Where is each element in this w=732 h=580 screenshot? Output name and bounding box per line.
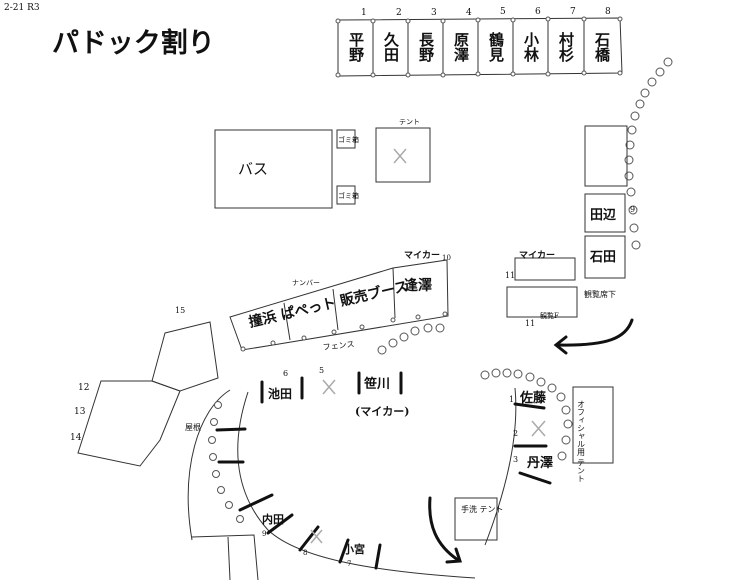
bay-name-6: 小林	[522, 32, 540, 63]
right-boxes	[584, 125, 628, 279]
bay-sakazawa: 逢澤	[404, 277, 432, 294]
mycar-10-label: マイカー	[404, 250, 440, 261]
corner-note: 2-21 R3	[4, 3, 40, 13]
booth-row	[229, 259, 449, 352]
num-3: 3	[513, 455, 518, 464]
bay-number-1: 1	[361, 8, 367, 18]
num-8b: 8	[303, 549, 307, 557]
bay-name-4: 原澤	[452, 32, 470, 63]
right-mycar-block	[506, 257, 578, 318]
bay-number-6: 6	[535, 7, 541, 17]
bay-sato: 佐藤	[519, 390, 547, 406]
bay-name-5: 鶴見	[487, 31, 505, 63]
num-9b: 9	[262, 530, 266, 538]
flow-arrow-right-head	[553, 335, 568, 355]
wash-tent-label: 手洗 テント	[461, 504, 504, 514]
flow-arrow-right	[556, 318, 634, 347]
bay-uchida: 内田	[262, 512, 284, 526]
fence-shrubs	[377, 323, 445, 355]
bus-label: バス	[238, 160, 268, 178]
bay-sasagawa-note: (マイカー)	[355, 405, 409, 418]
trash-box-label-2: ゴミ箱	[338, 191, 359, 200]
mycar-right-label: マイカー	[519, 250, 555, 261]
flow-arrow-bottom-head	[445, 547, 463, 564]
bus-area	[214, 129, 356, 209]
bay-name-3: 長野	[417, 32, 435, 63]
bay-sasagawa: 笹川	[364, 376, 390, 392]
right-arc-shrubs	[480, 368, 573, 461]
bay-ishida: 石田	[589, 250, 616, 265]
num-15: 15	[175, 306, 185, 315]
wash-tent	[454, 497, 498, 541]
paddock-arc	[237, 391, 476, 579]
paddock-bays-lower	[238, 493, 382, 570]
bay-name-1: 平野	[347, 32, 365, 63]
page-title: パドック割り	[52, 27, 215, 59]
num-7: 7	[347, 560, 351, 568]
bay-tanzawa: 丹澤	[527, 455, 553, 471]
num-2: 2	[513, 429, 518, 438]
top-bay-row	[335, 16, 623, 78]
paddock-bays-upper	[215, 371, 403, 464]
number-tag: ナンバー	[292, 279, 320, 287]
official-tent-label: オフィシャル用 テント	[577, 400, 586, 483]
bay-komiya: 小宮	[342, 542, 365, 556]
fence-label: フェンス	[322, 340, 355, 352]
num-11b: 11	[525, 319, 535, 328]
num-12: 12	[78, 383, 89, 393]
official-tent	[572, 386, 614, 464]
num-10: 10	[442, 254, 451, 262]
bay-number-7: 7	[570, 7, 576, 17]
roof-label: 屋根	[185, 422, 201, 432]
roof-arc	[187, 389, 231, 541]
right-paddock-arc	[484, 387, 517, 546]
bay-number-3: 3	[431, 8, 437, 18]
bay-name-2: 久田	[382, 31, 400, 63]
trash-box-label-1: ゴミ箱	[338, 135, 359, 144]
num-14: 14	[70, 433, 82, 443]
flow-arrow-bottom	[428, 496, 460, 562]
num-5: 5	[319, 366, 324, 375]
bay-number-8: 8	[605, 7, 611, 17]
num-1: 1	[509, 395, 514, 404]
bay-name-8: 石橋	[593, 32, 611, 63]
dome-caption: 観覧席下	[584, 289, 616, 299]
bay-number-5: 5	[500, 7, 506, 17]
top-tent-label: テント	[399, 118, 420, 126]
bay-number-4: 4	[466, 8, 472, 18]
bay-number-2: 2	[396, 8, 402, 18]
bottom-left-building	[191, 534, 259, 580]
left-building-12-14	[77, 380, 181, 467]
dome-caption-2: 観覧F	[540, 311, 559, 320]
top-tent	[375, 127, 431, 183]
num-9: 9	[630, 205, 635, 214]
right-bays	[513, 402, 552, 485]
left-building-15	[151, 321, 219, 392]
right-hedge-dots	[624, 57, 673, 250]
num-6: 6	[283, 369, 288, 378]
num-13: 13	[74, 407, 86, 417]
bay-ikeda: 池田	[268, 386, 292, 401]
left-arc-shrubs	[208, 401, 244, 523]
num-11a: 11	[505, 271, 515, 280]
bay-name-7: 村杉	[557, 31, 575, 63]
bay-tanabe: 田辺	[590, 208, 616, 223]
